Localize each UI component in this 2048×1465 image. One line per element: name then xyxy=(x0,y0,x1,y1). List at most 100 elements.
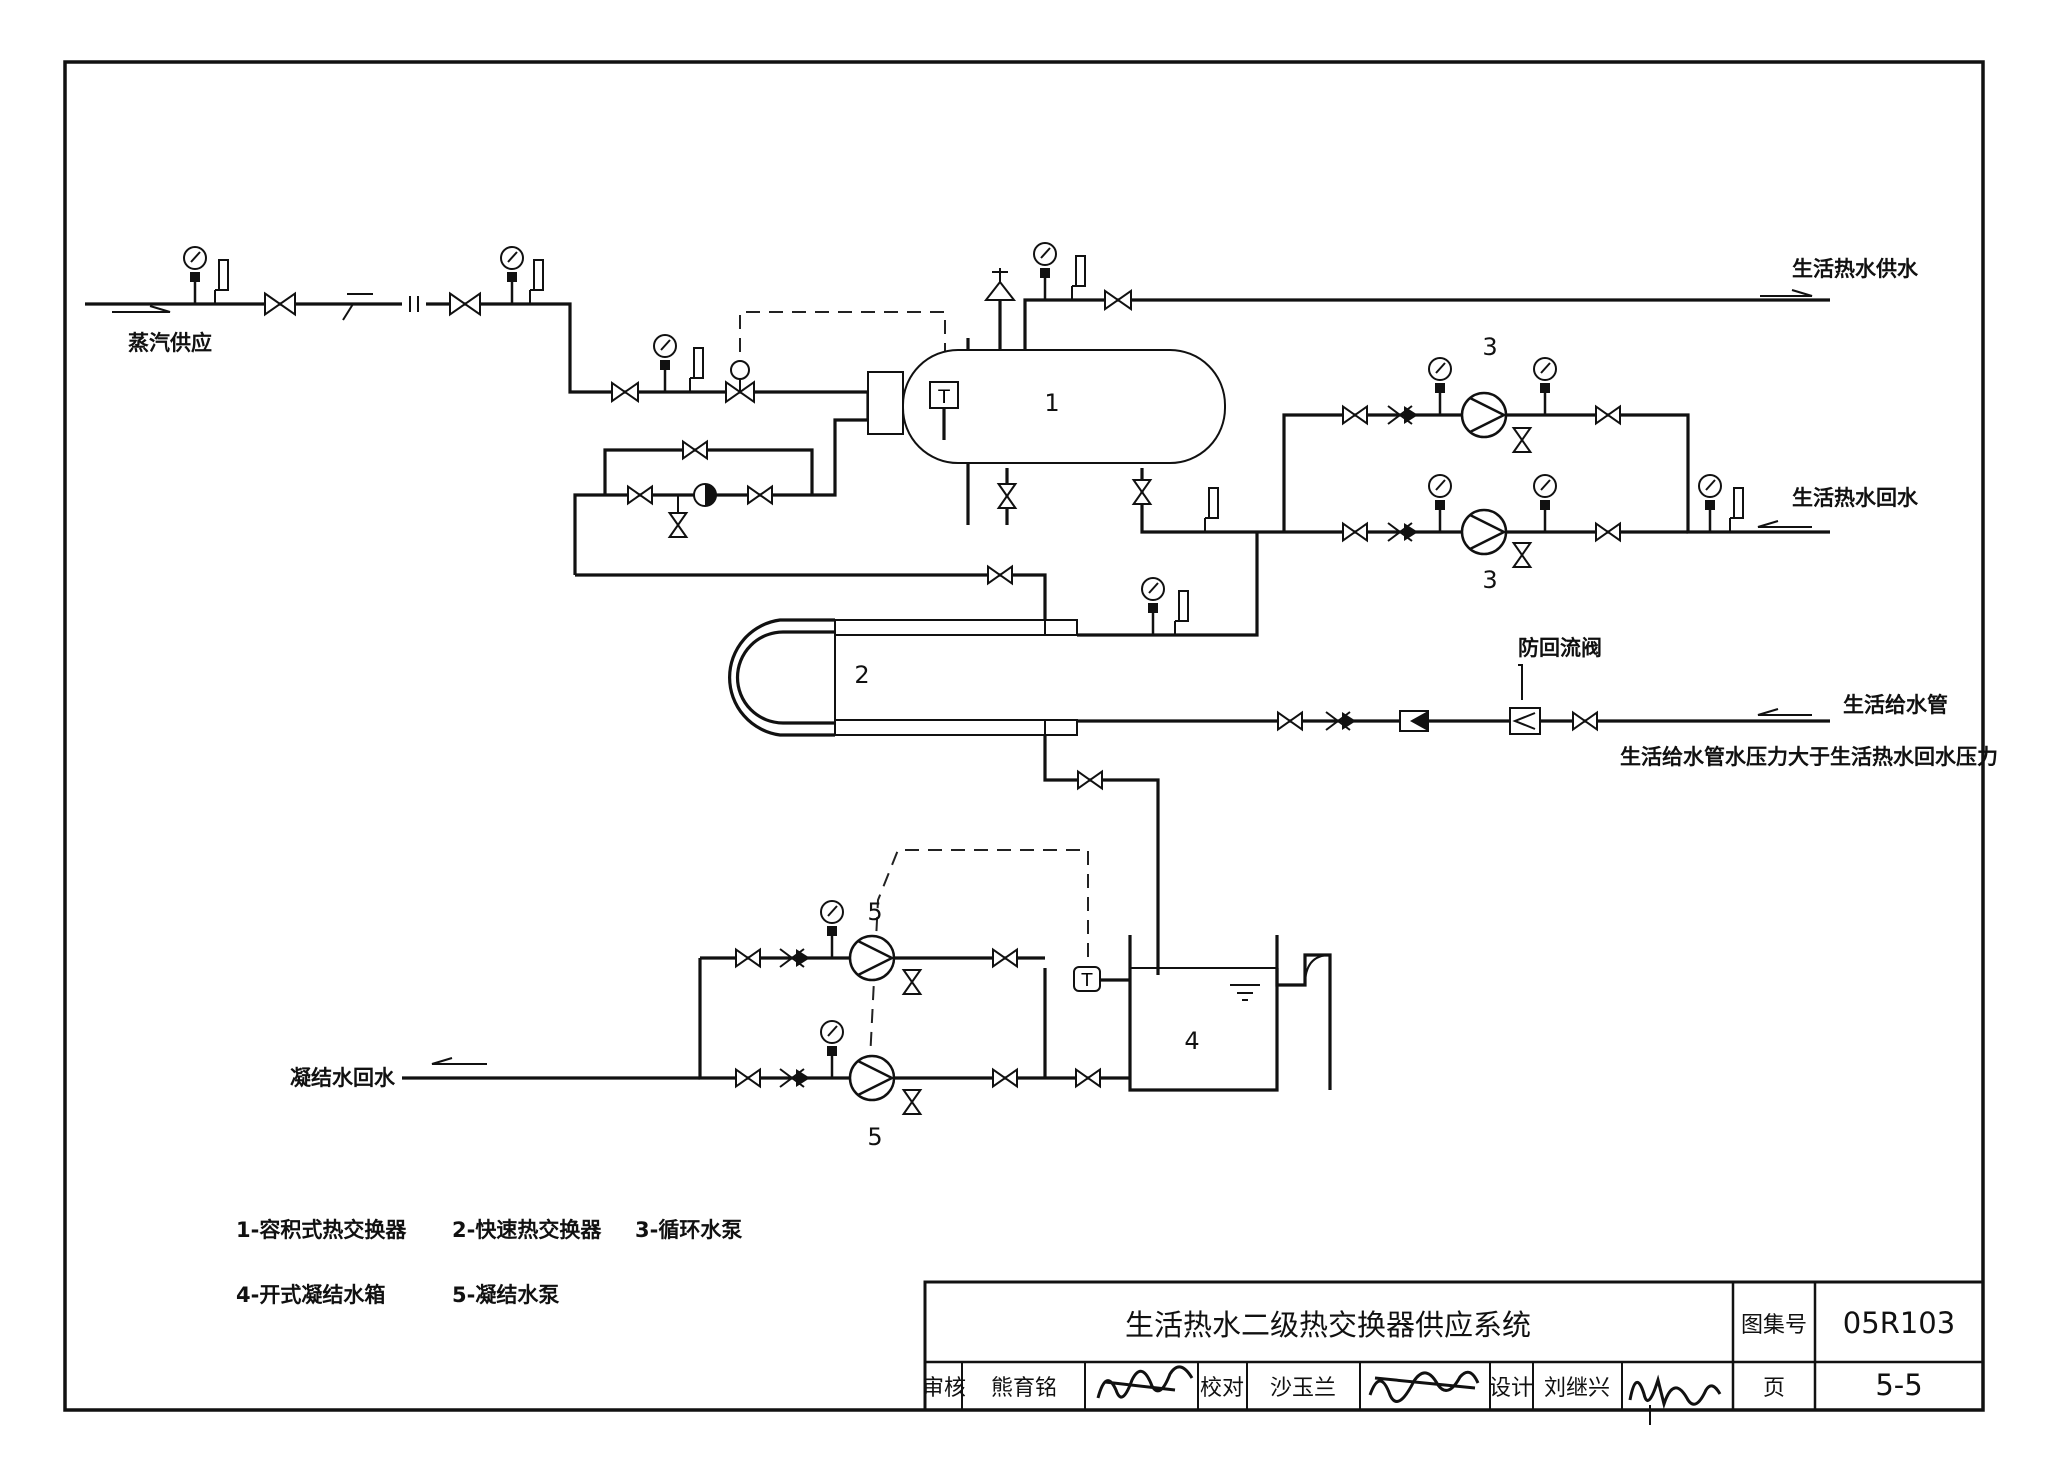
label-domestic-water-main: 生活给水管 xyxy=(1843,693,1948,717)
circulation-pump-3b xyxy=(1460,508,1508,556)
valve-trap-drain xyxy=(667,512,689,538)
designer-name: 刘继兴 xyxy=(1544,1376,1610,1401)
thermometer-steam-3 xyxy=(689,347,704,392)
signature-checker xyxy=(1368,1370,1480,1403)
atlas-number: 05R103 xyxy=(1843,1306,1955,1340)
check-valve-pump3b xyxy=(1387,522,1418,542)
safety-valve-icon xyxy=(983,268,1017,301)
legend-item-1: 1-容积式热交换器 xyxy=(236,1218,407,1242)
valve-trap-in xyxy=(627,484,653,506)
valve-pump5a-out xyxy=(992,947,1018,969)
valve-pump3a-out xyxy=(1595,404,1621,426)
valve-pump3b-in xyxy=(1342,521,1368,543)
gauge-steam-3 xyxy=(653,334,677,392)
thermometer-steam-2 xyxy=(529,259,544,304)
condensate-pump-5b xyxy=(848,1054,896,1102)
checker-name: 沙玉兰 xyxy=(1270,1376,1336,1401)
check-valve-pump5b xyxy=(779,1068,810,1088)
gauge-pump5b xyxy=(820,1020,844,1078)
thermometer-return-2 xyxy=(1729,487,1744,532)
pump-lower-number: 3 xyxy=(1482,566,1497,594)
pump5-upper-number: 5 xyxy=(867,898,882,926)
storage-heat-exchanger-1 xyxy=(867,349,1226,464)
signature-reviewer xyxy=(1096,1365,1194,1399)
temperature-sensor-vessel xyxy=(929,381,959,440)
gauge-pump3a-in xyxy=(1428,357,1452,415)
page-number: 5-5 xyxy=(1875,1368,1922,1402)
valve-main-2 xyxy=(1572,710,1598,732)
valve-vessel-outlet xyxy=(1131,479,1153,505)
valves-pumps-gauges xyxy=(183,242,1744,1115)
check-label: 校对 xyxy=(1200,1376,1244,1401)
valve-pump5a-drain xyxy=(901,969,923,995)
valve-trap-out xyxy=(747,484,773,506)
pipe-break-icon xyxy=(402,296,426,312)
gauge-pump3b-in xyxy=(1428,474,1452,532)
valve-exchanger-in xyxy=(987,564,1013,586)
open-condensate-tank-4 xyxy=(1128,935,1279,1092)
pump5-lower-number: 5 xyxy=(867,1123,882,1151)
gauge-exchanger-out xyxy=(1141,577,1165,635)
gauge-steam-1 xyxy=(183,246,207,304)
valve-bypass xyxy=(682,439,708,461)
strainer-steam xyxy=(337,293,373,321)
legend-item-4: 4-开式凝结水箱 xyxy=(236,1283,385,1307)
label-hot-water-return: 生活热水回水 xyxy=(1792,486,1919,510)
pump-upper-number: 3 xyxy=(1482,333,1497,361)
thermometer-vessel xyxy=(1071,255,1086,300)
flow-arrows xyxy=(112,289,1813,1065)
gauge-steam-2 xyxy=(500,246,524,304)
legend-item-3: 3-循环水泵 xyxy=(635,1218,742,1242)
valve-pump3a-in xyxy=(1342,404,1368,426)
temperature-sensor-tank xyxy=(1073,966,1130,992)
label-pressure-note: 生活给水管水压力大于生活热水回水压力 xyxy=(1620,745,1998,769)
design-label: 设计 xyxy=(1489,1376,1533,1401)
label-backflow-preventer: 防回流阀 xyxy=(1518,636,1602,660)
gauge-pump3a-out xyxy=(1533,357,1557,415)
exchanger-number: 2 xyxy=(854,661,869,689)
vessel-number: 1 xyxy=(1044,389,1059,417)
valve-pump3b-out xyxy=(1595,521,1621,543)
page-label: 页 xyxy=(1763,1376,1785,1401)
fast-heat-exchanger-2 xyxy=(728,618,1078,737)
valve-steam-1 xyxy=(264,291,296,317)
atlas-label: 图集号 xyxy=(1741,1313,1807,1338)
valve-pump3a-drain xyxy=(1511,427,1533,453)
valve-vessel-drain xyxy=(996,483,1018,509)
gauge-vessel xyxy=(1033,242,1057,300)
temp-symbol-tank: T xyxy=(1081,970,1094,991)
valve-steam-2 xyxy=(449,291,481,317)
thermometer-return xyxy=(1204,487,1219,532)
thermometer-exchanger-out xyxy=(1174,590,1189,635)
drawing-title: 生活热水二级热交换器供应系统 xyxy=(1125,1308,1531,1342)
label-hot-water-supply: 生活热水供水 xyxy=(1792,257,1919,281)
condensate-pump-5a xyxy=(848,934,896,982)
circulation-pump-3a xyxy=(1460,391,1508,439)
valve-supply xyxy=(1104,288,1132,312)
backflow-leader xyxy=(1518,664,1523,700)
check-valve-pump3a xyxy=(1387,405,1418,425)
signature-designer xyxy=(1628,1374,1722,1410)
legend-item-5: 5-凝结水泵 xyxy=(452,1283,559,1307)
check-valve-pump5a xyxy=(779,948,810,968)
steam-trap-icon xyxy=(693,483,717,507)
backflow-valve-icon xyxy=(1509,707,1541,735)
valve-pump5b-drain xyxy=(901,1089,923,1115)
tank-number: 4 xyxy=(1184,1027,1199,1055)
review-label: 审核 xyxy=(922,1376,966,1401)
gauge-return xyxy=(1698,474,1722,532)
thermometer-steam-1 xyxy=(214,259,229,304)
valve-condensate xyxy=(1077,769,1103,791)
label-steam-supply: 蒸汽供应 xyxy=(128,331,212,355)
label-condensate-return: 凝结水回水 xyxy=(290,1066,396,1090)
title-block xyxy=(923,1280,1985,1425)
valve-actuator-icon xyxy=(730,360,750,392)
valve-pump5a-in xyxy=(735,947,761,969)
valve-pump5b-in xyxy=(735,1067,761,1089)
valve-steam-3 xyxy=(611,380,639,404)
gauge-pump3b-out xyxy=(1533,474,1557,532)
gauge-pump5a xyxy=(820,900,844,958)
legend-item-2: 2-快速热交换器 xyxy=(452,1218,602,1242)
